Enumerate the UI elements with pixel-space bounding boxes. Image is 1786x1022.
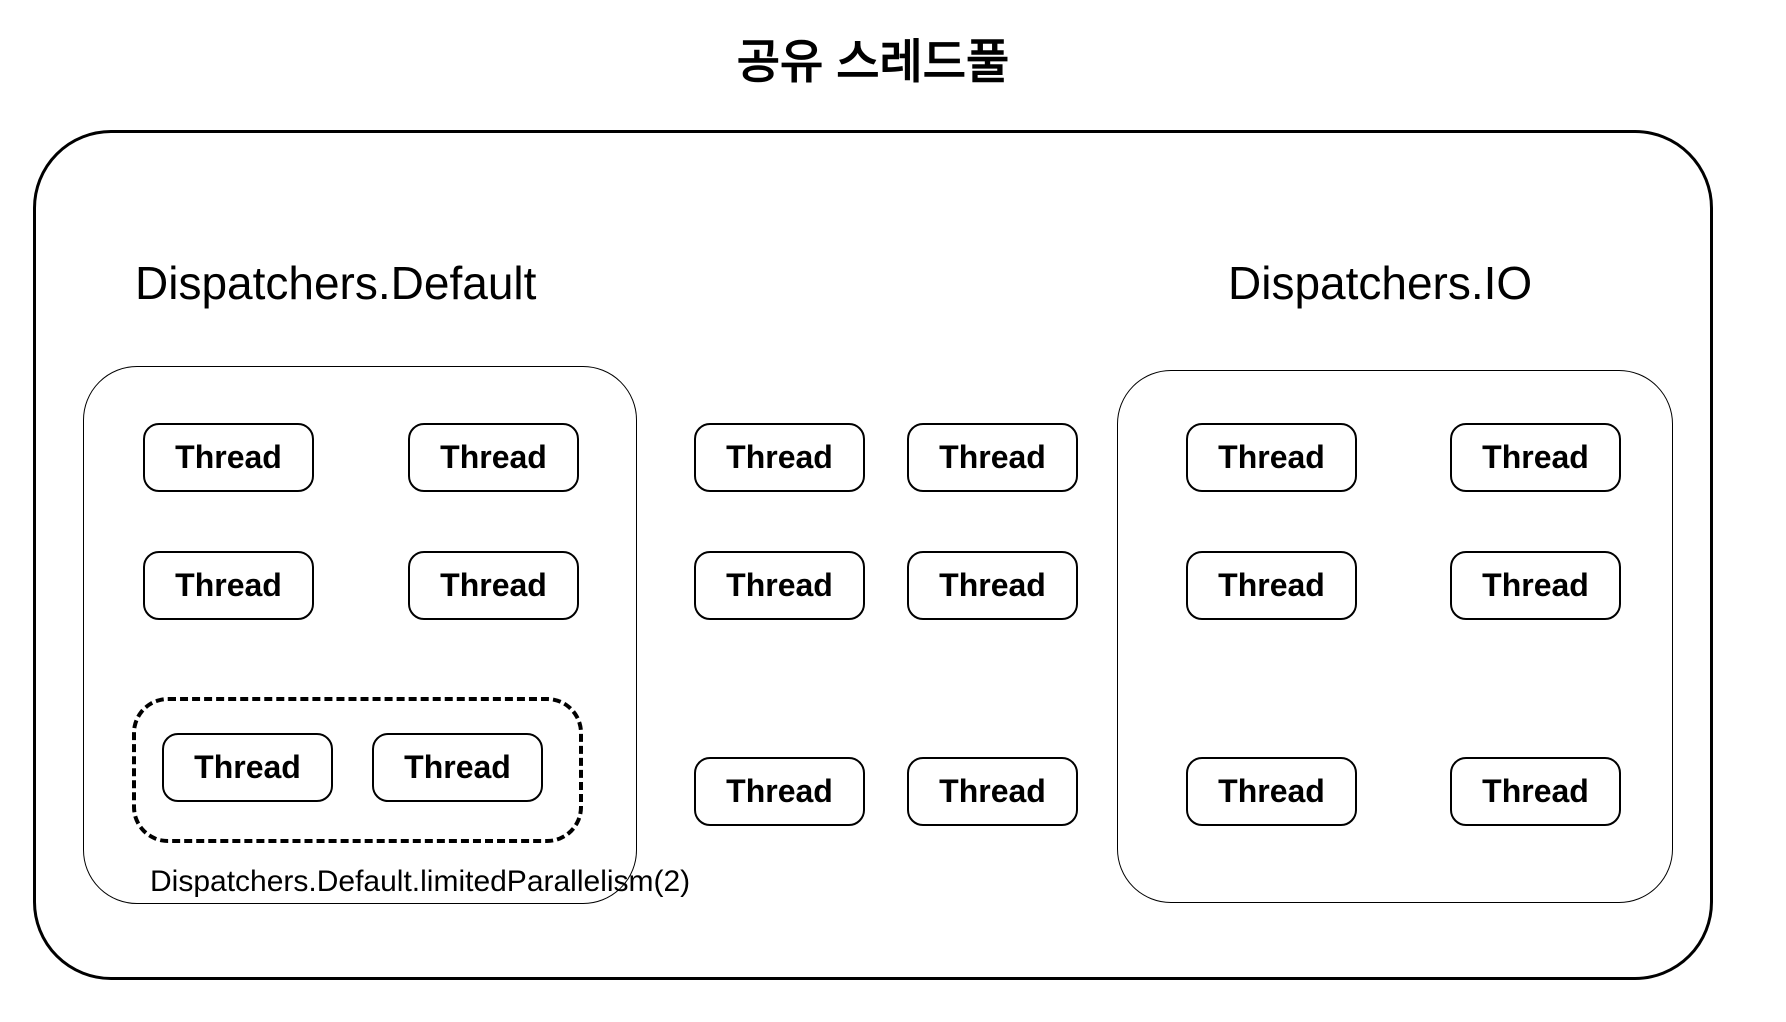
shared-pool-container (33, 130, 1713, 980)
thread-box-io-3: Thread (1186, 551, 1357, 620)
thread-box-pool-5: Thread (694, 757, 865, 826)
thread-box-pool-3: Thread (694, 551, 865, 620)
thread-box-io-5: Thread (1186, 757, 1357, 826)
diagram-title: 공유 스레드풀 (736, 35, 1010, 88)
thread-box-io-2: Thread (1450, 423, 1621, 492)
dispatchers-io-group (1117, 370, 1673, 903)
limited-parallelism-label: Dispatchers.Default.limitedParallelism(2… (150, 865, 691, 898)
thread-box-default-2: Thread (408, 423, 579, 492)
thread-box-pool-4: Thread (907, 551, 1078, 620)
dispatchers-io-label: Dispatchers.IO (1228, 257, 1533, 309)
thread-box-pool-6: Thread (907, 757, 1078, 826)
thread-box-io-6: Thread (1450, 757, 1621, 826)
thread-box-io-1: Thread (1186, 423, 1357, 492)
thread-box-pool-1: Thread (694, 423, 865, 492)
thread-box-pool-2: Thread (907, 423, 1078, 492)
thread-box-io-4: Thread (1450, 551, 1621, 620)
limited-parallelism-group (132, 697, 583, 843)
thread-box-limited-1: Thread (162, 733, 333, 802)
thread-box-default-4: Thread (408, 551, 579, 620)
thread-box-default-1: Thread (143, 423, 314, 492)
thread-box-limited-2: Thread (372, 733, 543, 802)
thread-box-default-3: Thread (143, 551, 314, 620)
dispatchers-default-label: Dispatchers.Default (135, 257, 537, 309)
dispatchers-default-group (83, 366, 637, 904)
